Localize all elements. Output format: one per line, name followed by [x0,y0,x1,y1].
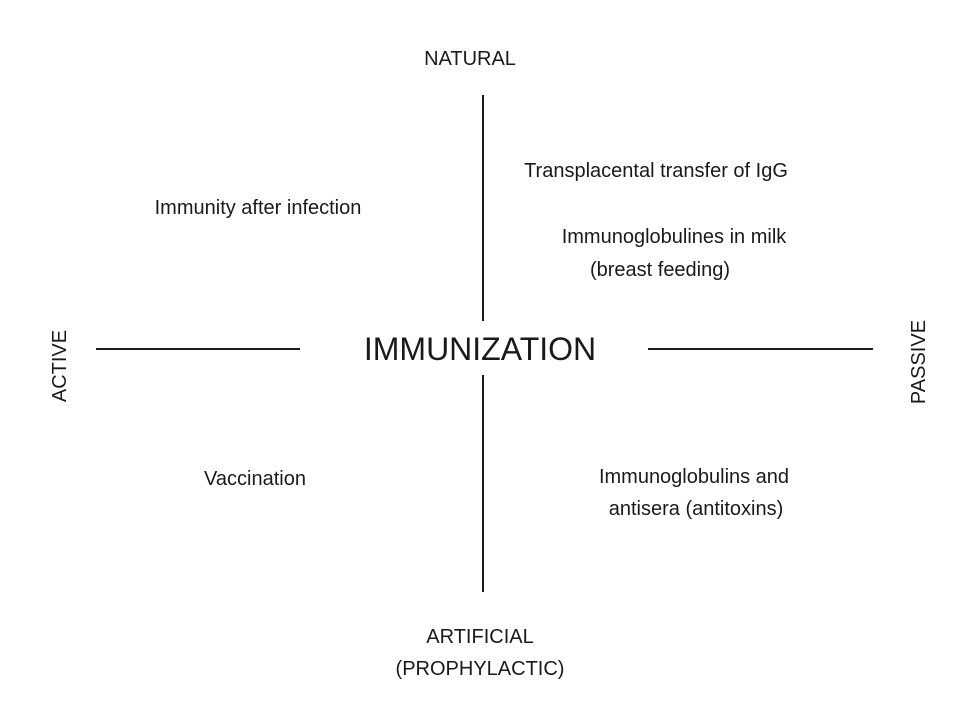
quadrant-bottom-right-line1: Immunoglobulins and [598,466,790,488]
quadrant-bottom-left: Vaccination [204,468,306,490]
axis-label-natural: NATURAL [424,48,516,70]
quadrant-top-right-line3: (breast feeding) [589,259,731,281]
quadrant-top-right-line2: Immunoglobulines in milk [561,226,787,248]
axis-label-artificial: ARTIFICIAL [426,626,534,648]
quadrant-top-left: Immunity after infection [154,197,362,219]
horizontal-axis-right [648,348,873,350]
axis-label-active: ACTIVE [49,329,71,403]
horizontal-axis-left [96,348,300,350]
vertical-axis-top [482,95,484,321]
center-title: IMMUNIZATION [363,331,597,367]
axis-label-prophylactic: (PROPHYLACTIC) [395,658,565,680]
vertical-axis-bottom [482,375,484,592]
quadrant-top-right-line1: Transplacental transfer of IgG [524,160,788,182]
axis-label-passive: PASSIVE [908,319,930,405]
quadrant-bottom-right-line2: antisera (antitoxins) [608,498,784,520]
